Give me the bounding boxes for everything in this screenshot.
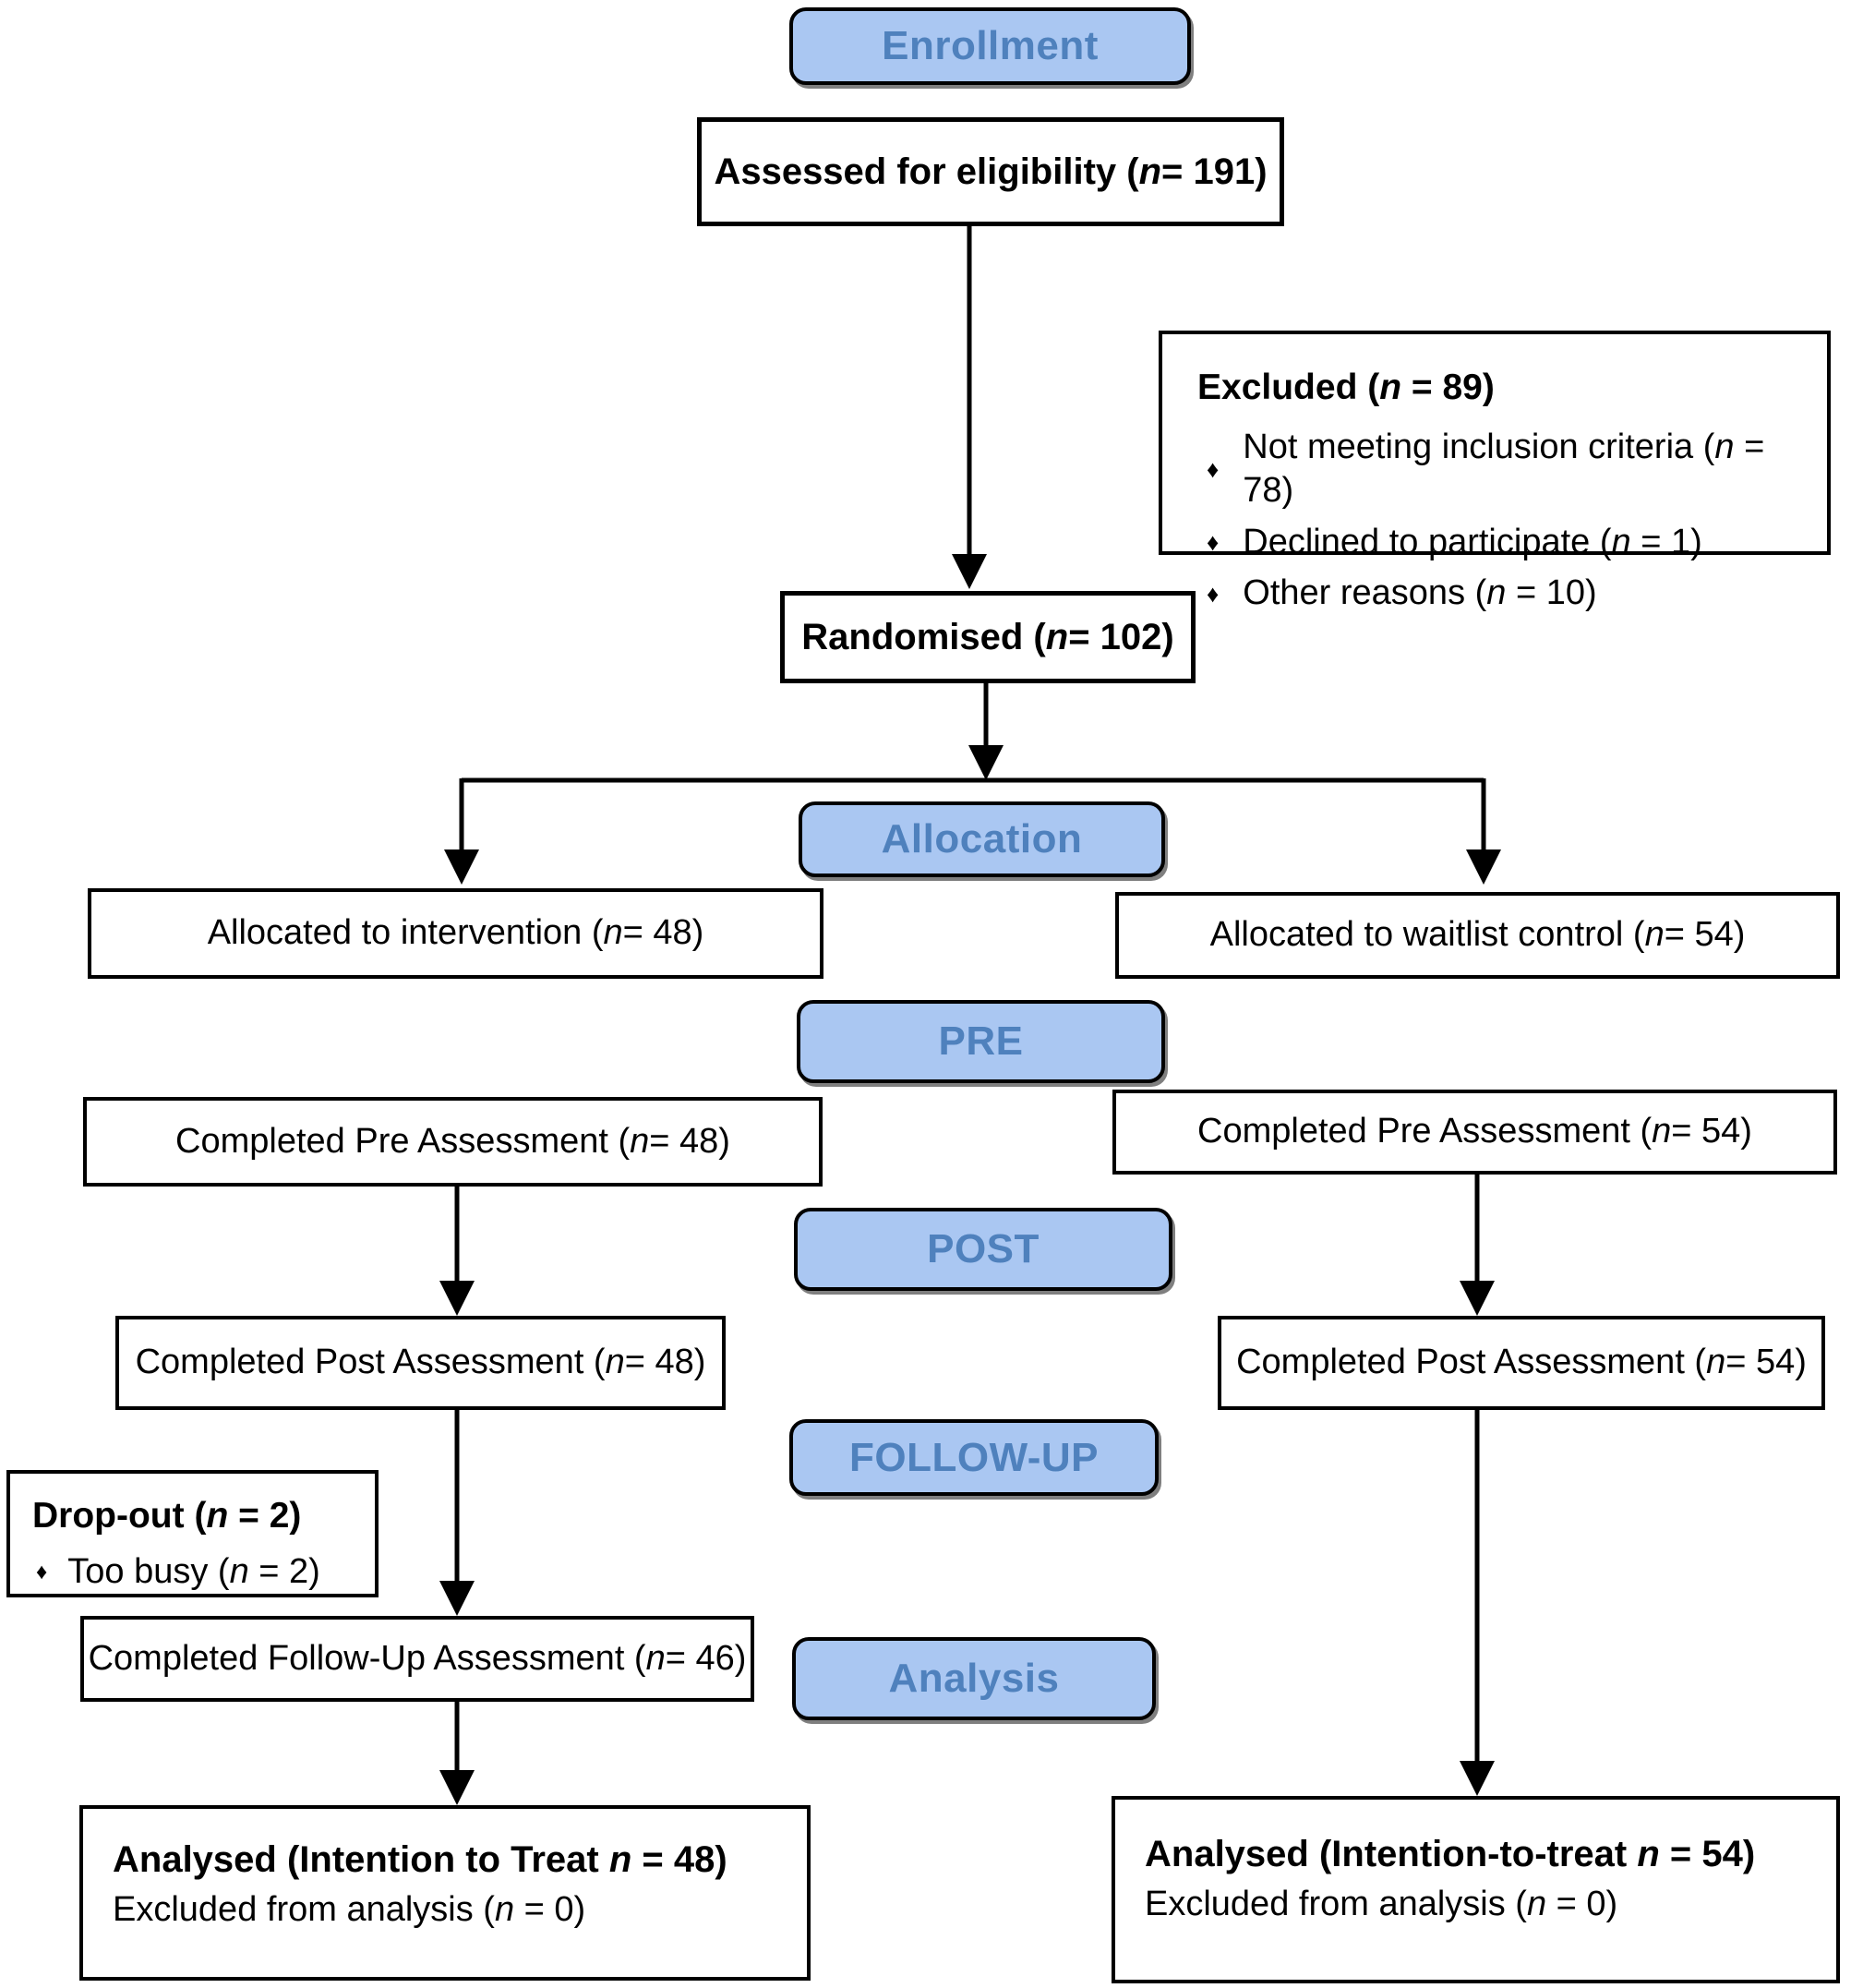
excluded-bullet-item: ♦ Other reasons (n = 10) xyxy=(1197,572,1809,616)
excluded-bullet-item: ♦ Not meeting inclusion criteria (n = 78… xyxy=(1197,426,1809,513)
excluded-bullet-text: Other reasons (n = 10) xyxy=(1243,573,1597,613)
node-post-assessment-intervention: Completed Post Assessment (n = 48) xyxy=(115,1316,726,1410)
arrowhead-pre-to-post-control xyxy=(1460,1281,1495,1316)
arrowhead-followup-to-analysed-intervention xyxy=(439,1770,475,1805)
bullet-diamond-icon: ♦ xyxy=(1207,528,1220,557)
node-pre-assessment-control: Completed Pre Assessment (n = 54) xyxy=(1112,1090,1837,1175)
node-pre-assessment-intervention: Completed Pre Assessment (n = 48) xyxy=(83,1097,823,1187)
arrowhead-randomised-to-branch xyxy=(968,745,1004,780)
excluded-bullet-text: Not meeting inclusion criteria (n = 78) xyxy=(1243,427,1765,511)
stage-badge-post: POST xyxy=(794,1208,1172,1291)
arrowhead-post-to-followup-intervention xyxy=(439,1581,475,1616)
node-allocated-waitlist-control: Allocated to waitlist control (n = 54) xyxy=(1115,892,1840,979)
node-dropout: Drop-out (n = 2) ♦ Too busy (n = 2) xyxy=(6,1470,379,1597)
arrowhead-assessed-to-randomised xyxy=(952,554,987,589)
stage-badge-allocation: Allocation xyxy=(799,801,1165,877)
node-excluded: Excluded (n = 89) ♦ Not meeting inclusio… xyxy=(1159,331,1831,612)
excluded-title: Excluded (n = 89) xyxy=(1197,367,1495,407)
node-analysed-control: Analysed (Intention-to-treat n = 54) Exc… xyxy=(1112,1796,1840,1983)
arrowhead-branch-to-intervention xyxy=(444,849,479,885)
dropout-bullet-item: ♦ Too busy (n = 2) xyxy=(32,1550,320,1595)
node-randomised: Randomised (n = 102) xyxy=(780,591,1196,683)
node-followup-assessment-intervention: Completed Follow-Up Assessment (n = 46) xyxy=(80,1616,754,1702)
stage-badge-pre: PRE xyxy=(797,1000,1165,1083)
excluded-bullet-item: ♦ Declined to participate (n = 1) xyxy=(1197,521,1809,565)
dropout-title: Drop-out (n = 2) xyxy=(32,1496,302,1536)
analysed-control-title: Analysed (Intention-to-treat n = 54) xyxy=(1145,1834,1756,1874)
bullet-diamond-icon: ♦ xyxy=(1207,455,1220,483)
node-allocated-intervention: Allocated to intervention (n = 48) xyxy=(88,888,823,979)
analysed-intervention-title: Analysed (Intention to Treat n = 48) xyxy=(113,1839,727,1880)
arrowhead-post-to-analysed-control xyxy=(1460,1761,1495,1796)
analysed-control-subtitle: Excluded from analysis (n = 0) xyxy=(1145,1885,1618,1923)
node-assessed-for-eligibility: Assessed for eligibility (n = 191) xyxy=(697,117,1284,226)
stage-badge-analysis: Analysis xyxy=(792,1637,1156,1720)
excluded-bullet-list: ♦ Not meeting inclusion criteria (n = 78… xyxy=(1197,418,1809,616)
stage-badge-enrollment: Enrollment xyxy=(789,7,1191,85)
bullet-diamond-icon: ♦ xyxy=(1207,579,1220,608)
stage-badge-follow-up: FOLLOW-UP xyxy=(789,1419,1159,1496)
node-post-assessment-control: Completed Post Assessment (n = 54) xyxy=(1218,1316,1825,1410)
arrowhead-branch-to-control xyxy=(1466,849,1501,885)
arrowhead-pre-to-post-intervention xyxy=(439,1281,475,1316)
dropout-bullet-list: ♦ Too busy (n = 2) xyxy=(32,1547,320,1595)
node-analysed-intervention: Analysed (Intention to Treat n = 48) Exc… xyxy=(79,1805,811,1981)
analysed-intervention-subtitle: Excluded from analysis (n = 0) xyxy=(113,1890,586,1929)
dropout-bullet-text: Too busy (n = 2) xyxy=(67,1551,320,1591)
bullet-diamond-icon: ♦ xyxy=(36,1559,48,1584)
excluded-bullet-text: Declined to participate (n = 1) xyxy=(1243,522,1702,561)
